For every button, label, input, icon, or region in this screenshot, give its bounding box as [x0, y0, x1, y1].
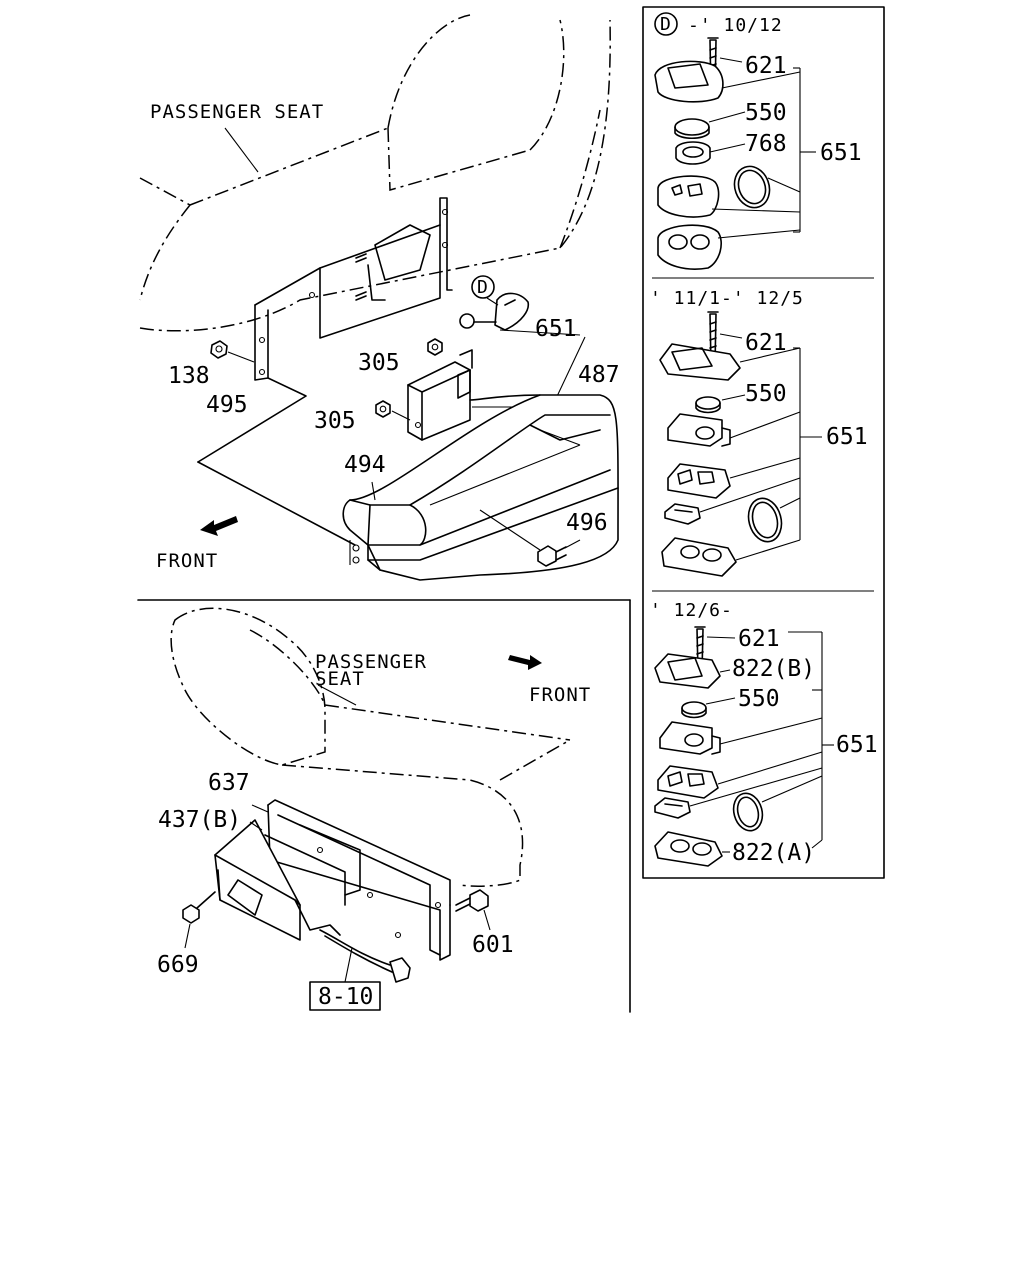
detail-panel-frame — [642, 6, 885, 879]
part-669: 669 — [157, 952, 199, 978]
detail-panel-3 — [654, 626, 834, 867]
bottom-seat-label-2: SEAT — [315, 668, 365, 690]
ref-box-frame — [309, 981, 381, 1011]
top-front-label: FRONT — [156, 550, 218, 572]
bottom-seat-label-1: PASSENGER — [315, 651, 427, 673]
panel3-part-651: 651 — [836, 732, 878, 758]
ref-box-text: 8-10 — [318, 984, 373, 1010]
panel2-part-651: 651 — [826, 424, 868, 450]
part-487: 487 — [578, 362, 620, 388]
panel1-part-651: 651 — [820, 140, 862, 166]
bottom-seat-drawing — [170, 607, 571, 1011]
detail-panel-1 — [654, 12, 816, 270]
callout-d-top: D — [477, 277, 489, 298]
part-494: 494 — [344, 452, 386, 478]
part-305-b: 305 — [314, 408, 356, 434]
part-601: 601 — [472, 932, 514, 958]
bottom-front-label: FRONT — [529, 684, 591, 706]
panel1-part-550: 550 — [745, 100, 787, 126]
part-496: 496 — [566, 510, 608, 536]
panel2-caption: ' 11/1-' 12/5 — [650, 288, 804, 309]
part-495: 495 — [206, 392, 248, 418]
callout-d-detail: D — [660, 14, 672, 35]
panel3-part-550: 550 — [738, 686, 780, 712]
detail-panel-2 — [659, 311, 822, 577]
part-637: 637 — [208, 770, 250, 796]
panel2-part-621: 621 — [745, 330, 787, 356]
callout-d-circle-detail — [654, 12, 678, 36]
part-305-a: 305 — [358, 350, 400, 376]
front-arrow-icon — [508, 655, 542, 670]
panel3-part-621: 621 — [738, 626, 780, 652]
callout-d-circle-top — [471, 275, 495, 299]
panel2-part-550: 550 — [745, 381, 787, 407]
panel1-part-768: 768 — [745, 131, 787, 157]
panel3-part-822a: 822(A) — [732, 840, 815, 866]
part-651-top: 651 — [535, 316, 577, 342]
panel3-caption: ' 12/6- — [650, 600, 733, 621]
part-138: 138 — [168, 363, 210, 389]
panel1-caption: -' 10/12 — [688, 15, 783, 36]
top-seat-label: PASSENGER SEAT — [150, 101, 324, 123]
panel1-part-621: 621 — [745, 53, 787, 79]
panel3-part-822b: 822(B) — [732, 656, 815, 682]
part-437b: 437(B) — [158, 807, 241, 833]
front-arrow-icon — [200, 516, 238, 536]
top-seat-drawing — [139, 14, 619, 581]
